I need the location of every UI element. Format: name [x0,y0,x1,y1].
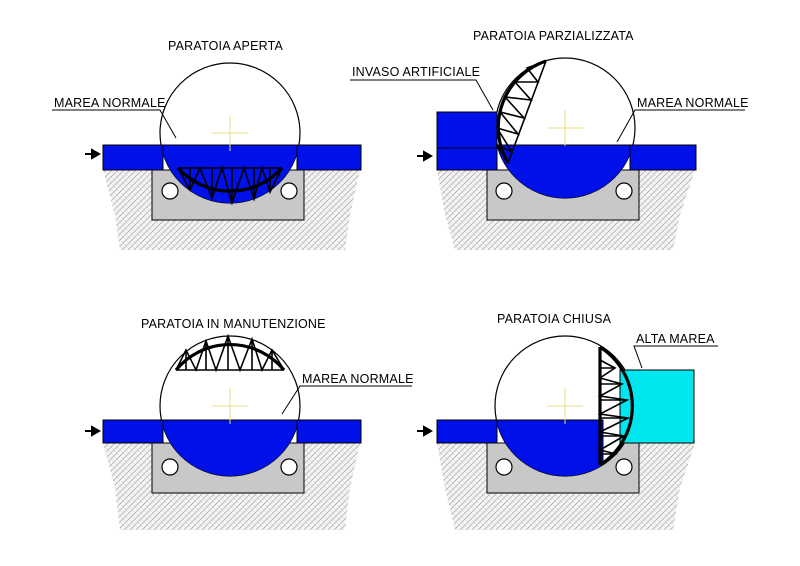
panel-title: PARATOIA CHIUSA [497,312,612,326]
leader-line [633,345,718,369]
flow-arrow-icon [85,148,102,160]
artificial-reservoir [436,111,498,149]
pivot-hole [280,182,298,200]
gate-truss [494,60,547,164]
water-channel [629,144,697,171]
gate-truss [597,359,631,466]
flow-arrow-icon [85,425,102,437]
center-mark [212,115,248,151]
annotation-label: INVASO ARTIFICIALE [352,65,480,79]
panel-title: PARATOIA PARZIALIZZATA [473,29,634,43]
annotation-label: MAREA NORMALE [54,96,166,110]
gate-truss [175,333,285,373]
pivot-hole [615,182,633,200]
water-channel [296,144,362,171]
gate-rim [176,166,284,193]
panel-partial: PARATOIA PARZIALIZZATA INVASO ARTIFICIAL… [350,29,749,250]
water-channel [436,419,498,444]
water-channel [102,144,164,171]
pivot-hole [161,182,179,200]
annotation-label: MAREA NORMALE [637,96,749,110]
panel-closed: PARATOIA CHIUSA ALTA MAREA [417,312,718,530]
center-mark [547,388,583,424]
pivot-hole [495,458,513,476]
panel-title: PARATOIA APERTA [168,39,284,53]
pivot-hole [615,458,633,476]
leader-line [52,109,177,139]
water-channel [296,419,362,444]
panel-maintenance: PARATOIA IN MANUTENZIONE MAREA NORMALE [85,317,414,530]
gate-rim [599,345,634,467]
annotation-label: ALTA MAREA [636,332,715,346]
panel-open: PARATOIA APERTA MAREA NORMALE [52,39,362,250]
pivot-hole [161,458,179,476]
panel-title: PARATOIA IN MANUTENZIONE [141,317,326,331]
gate-truss [177,165,283,206]
water-channel [436,144,498,171]
pivot-hole [280,458,298,476]
flow-arrow-icon [417,150,434,162]
pivot-hole [495,182,513,200]
gate-rim [496,59,547,164]
leader-line [281,385,412,415]
center-mark [547,110,583,146]
water-channel [102,419,164,444]
leader-line [616,109,745,143]
annotation-label: MAREA NORMALE [302,372,414,386]
center-mark [212,388,248,424]
leader-line [350,79,494,111]
flow-arrow-icon [417,425,434,437]
